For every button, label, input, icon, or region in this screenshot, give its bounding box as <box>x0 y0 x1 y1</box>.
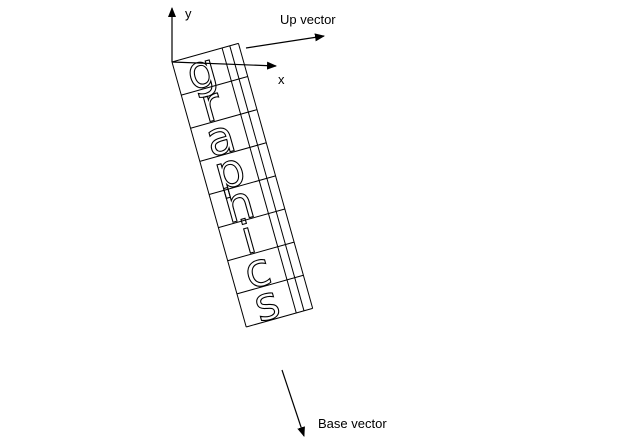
base-vector-label: Base vector <box>318 416 387 431</box>
up-vector-arrow <box>245 33 325 49</box>
y-axis-label: y <box>185 6 192 21</box>
grid-cell-line <box>236 274 304 295</box>
base-vector-arrow <box>281 369 305 437</box>
grid-cell-line <box>181 76 248 96</box>
up-vector-label: Up vector <box>280 12 336 27</box>
grid-cell-line <box>227 241 295 262</box>
x-axis-line <box>171 61 277 70</box>
grid-cell-line <box>171 42 239 63</box>
band-character: s <box>248 274 286 332</box>
grid-cell-line <box>208 175 276 195</box>
x-axis-label: x <box>278 72 285 87</box>
grid-cell-line <box>190 109 258 129</box>
grid-cell-line <box>246 307 313 328</box>
grid-cell-line <box>218 208 285 229</box>
grid-cell-line <box>199 142 267 162</box>
